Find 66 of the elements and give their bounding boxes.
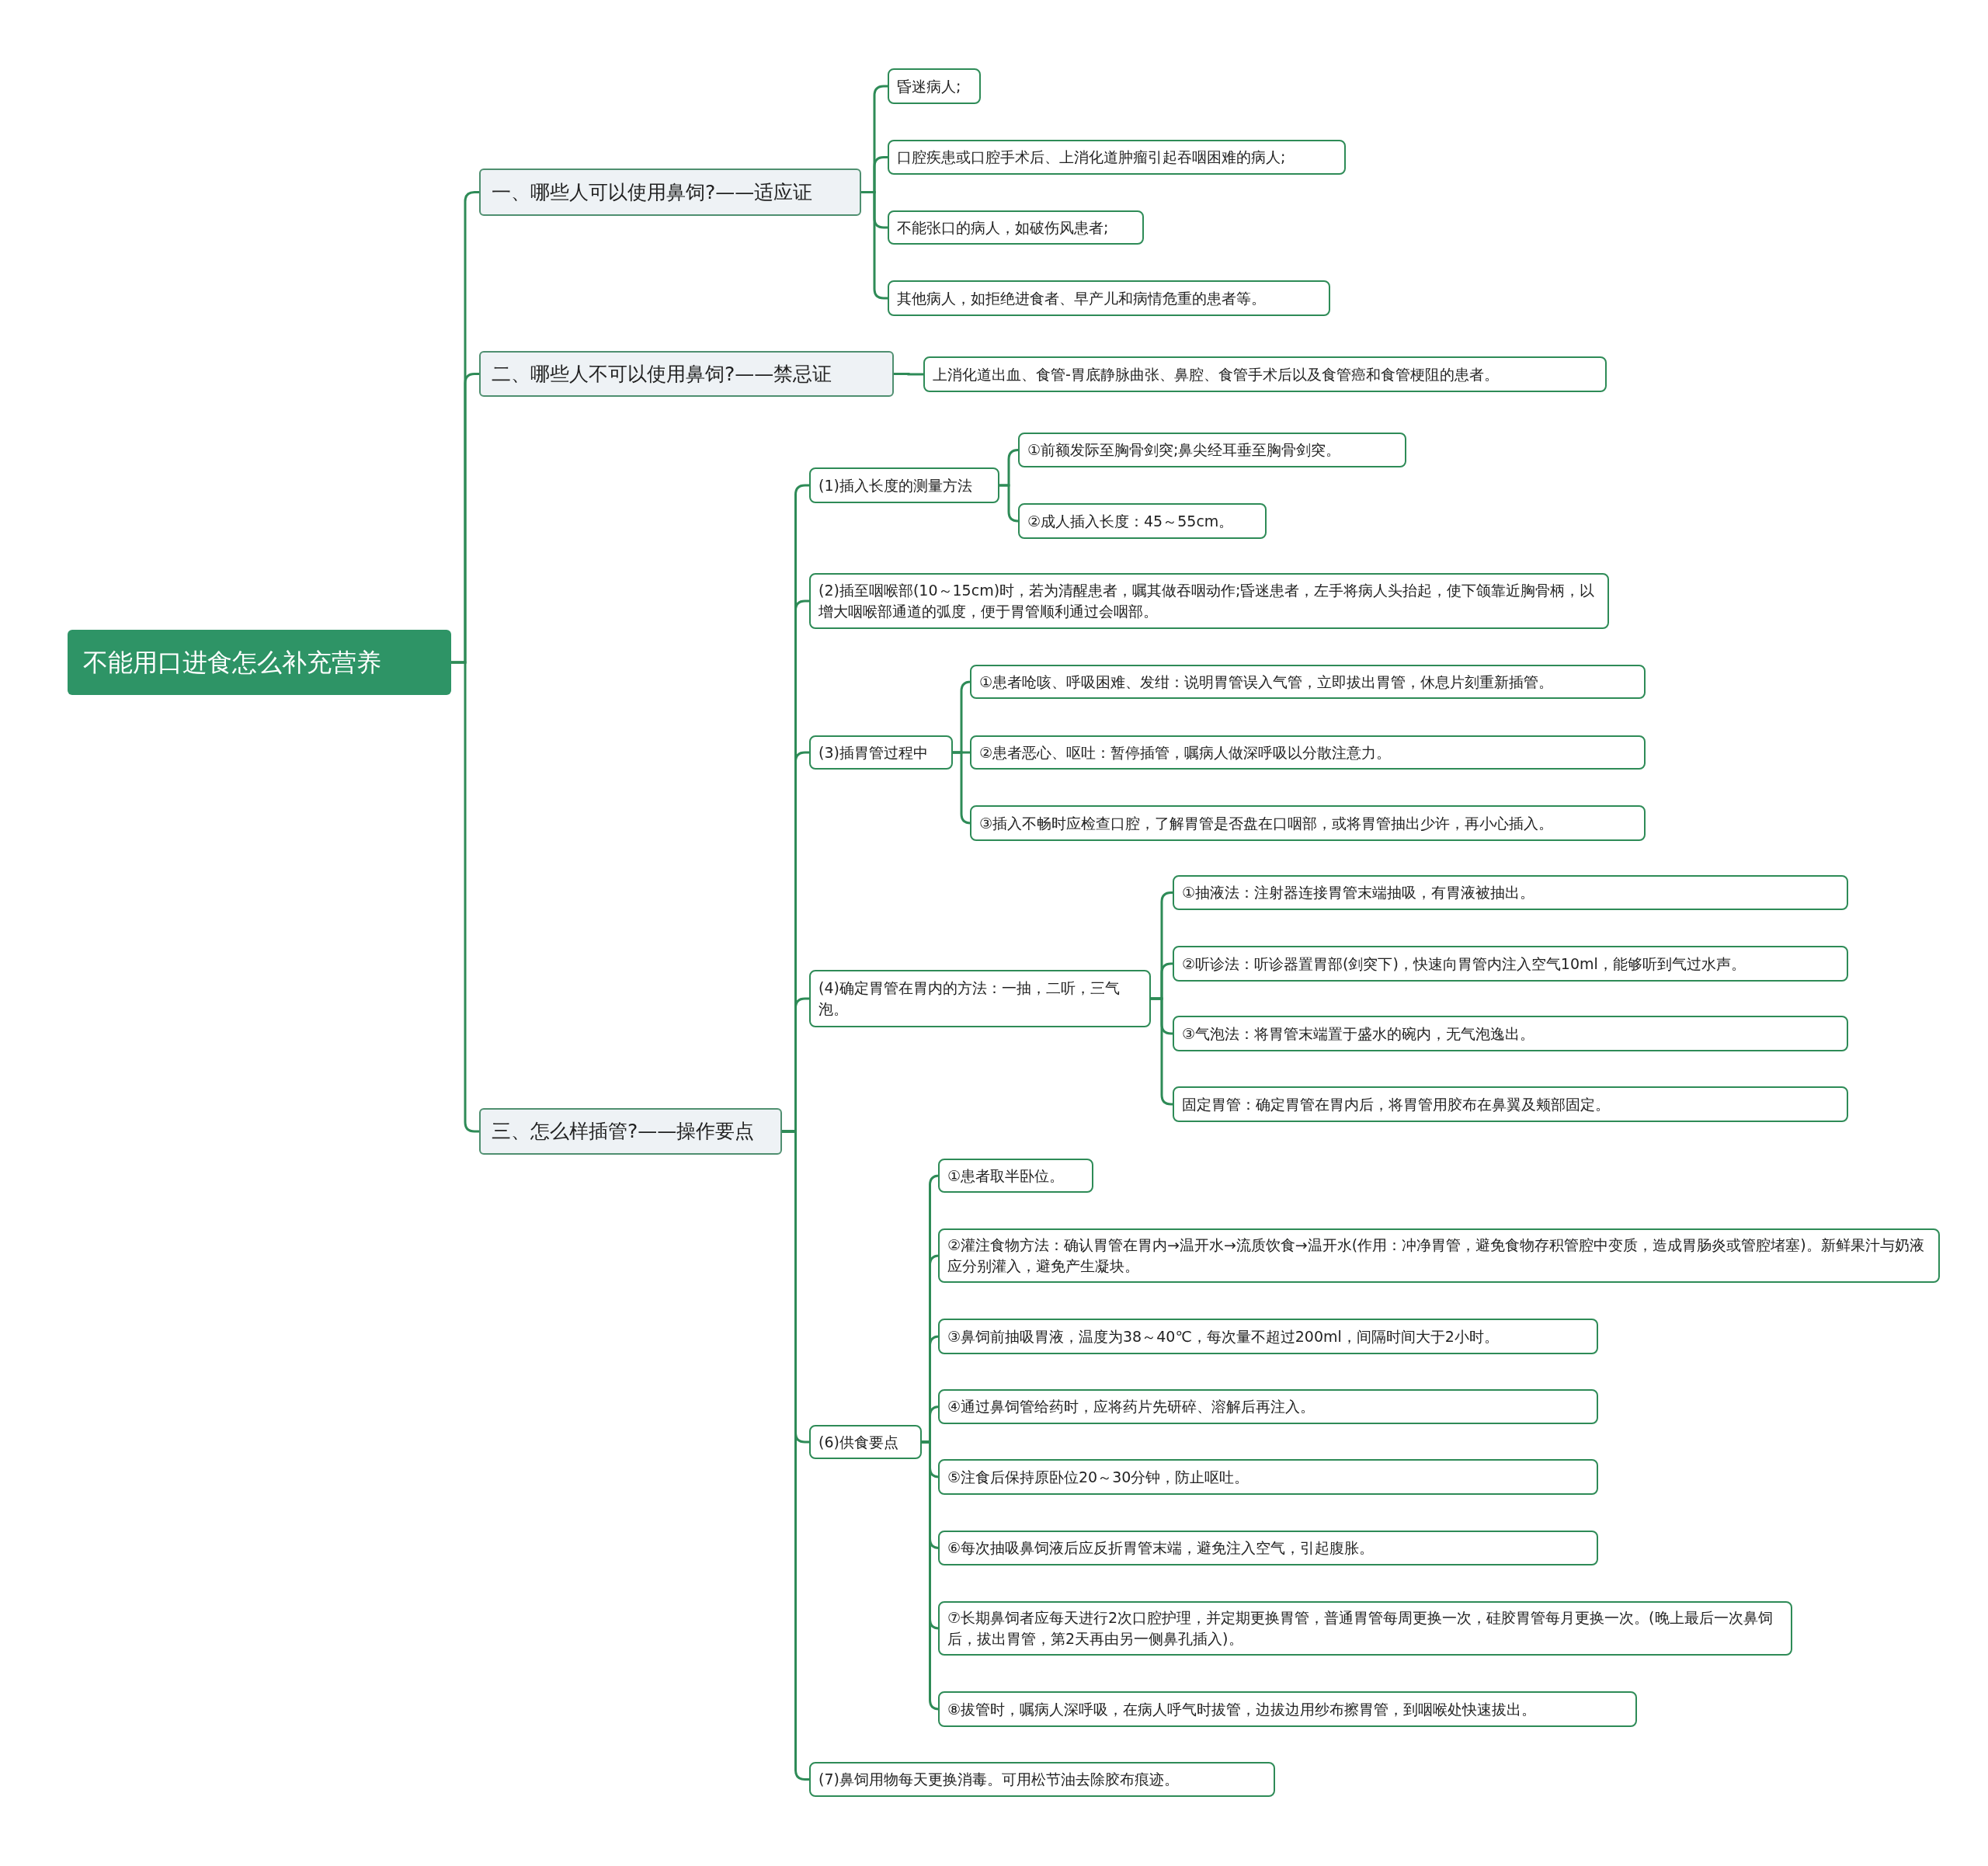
topic-text: ⑤注食后保持原卧位20～30分钟，防止呕吐。 bbox=[947, 1467, 1250, 1487]
topic-text: 不能张口的病人，如破伤风患者; bbox=[897, 217, 1110, 238]
connector-line bbox=[999, 484, 1020, 523]
topic-text: ①前额发际至胸骨剑突;鼻尖经耳垂至胸骨剑突。 bbox=[1027, 440, 1342, 460]
topic-text: ④通过鼻饲管给药时，应将药片先研碎、溶解后再注入。 bbox=[947, 1397, 1316, 1417]
leaf-topic-box bbox=[938, 1389, 1598, 1424]
topic-text: 其他病人，如拒绝进食者、早产儿和病情危重的患者等。 bbox=[897, 288, 1267, 308]
topic-text: ⑥每次抽吸鼻饲液后应反折胃管末端，避免注入空气，引起腹胀。 bbox=[947, 1538, 1375, 1558]
topic-text: ①抽液法：注射器连接胃管末端抽吸，有胃液被抽出。 bbox=[1182, 883, 1536, 903]
connector-line bbox=[894, 373, 923, 376]
leaf-topic-box bbox=[888, 280, 1330, 316]
topic-text: ②听诊法：听诊器置胃部(剑突下)，快速向胃管内注入空气10ml，能够听到气过水声。 bbox=[1182, 954, 1746, 974]
leaf-topic-box bbox=[809, 1762, 1275, 1797]
topic-text: 三、怎么样插管?——操作要点 bbox=[492, 1119, 756, 1145]
leaf-topic-box bbox=[938, 1459, 1598, 1495]
leaf-topic-box bbox=[809, 1425, 922, 1459]
topic-text: ⑦长期鼻饲者应每天进行2次口腔护理，并定期更换胃管，普通胃管每周更换一次，硅胶胃管每月更换一次。(晚上最后一次鼻饲后，拔出胃管，第2天再由另一侧鼻孔插入)。 bbox=[947, 1608, 1774, 1649]
leaf-topic-box bbox=[809, 735, 953, 770]
leaf-topic-box bbox=[888, 68, 981, 104]
topic-text: (6)供食要点 bbox=[818, 1432, 899, 1452]
topic-text: 昏迷病人; bbox=[897, 76, 962, 96]
leaf-topic-box bbox=[970, 805, 1646, 841]
leaf-topic-box bbox=[1018, 433, 1406, 467]
topic-text: (1)插入长度的测量方法 bbox=[818, 475, 973, 495]
topic-text: 不能用口进食怎么补充营养 bbox=[83, 647, 382, 679]
leaf-topic-box bbox=[938, 1159, 1093, 1193]
topic-text: ①患者取半卧位。 bbox=[947, 1166, 1065, 1186]
leaf-topic-box bbox=[938, 1531, 1598, 1565]
topic-text: 口腔疾患或口腔手术后、上消化道肿瘤引起吞咽困难的病人; bbox=[897, 148, 1287, 168]
topic-text: (4)确定胃管在胃内的方法：一抽，二听，三气泡。 bbox=[818, 978, 1121, 1019]
topic-text: ②灌注食物方法：确认胃管在胃内→温开水→流质饮食→温开水(作用：冲净胃管，避免食物存积管腔中变质，造成胃肠炎或管腔堵塞)。新鲜果汁与奶液应分别灌入，避免产生凝块。 bbox=[947, 1235, 1925, 1276]
leaf-topic-box bbox=[809, 467, 999, 503]
topic-text: 一、哪些人可以使用鼻饲?——适应证 bbox=[492, 179, 814, 205]
topic-text: ①患者呛咳、呼吸困难、发绀：说明胃管误入气管，立即拔出胃管，休息片刻重新插管。 bbox=[979, 672, 1555, 692]
topic-text: 二、哪些人不可以使用鼻饲?——禁忌证 bbox=[492, 361, 833, 387]
leaf-topic-box bbox=[923, 356, 1607, 392]
root-topic-box bbox=[68, 630, 451, 695]
branch-topic-box bbox=[479, 1108, 782, 1155]
leaf-topic-box bbox=[1173, 875, 1848, 910]
branch-topic-box bbox=[479, 169, 861, 216]
topic-text: ⑧拔管时，嘱病人深呼吸，在病人呼气时拔管，边拔边用纱布擦胃管，到咽喉处快速拔出。 bbox=[947, 1699, 1538, 1719]
topic-text: 固定胃管：确定胃管在胃内后，将胃管用胶布在鼻翼及颊部固定。 bbox=[1182, 1094, 1611, 1114]
leaf-topic-box bbox=[809, 970, 1151, 1027]
leaf-topic-box bbox=[1173, 1016, 1848, 1051]
branch-topic-box bbox=[479, 351, 894, 397]
leaf-topic-box bbox=[938, 1601, 1792, 1656]
leaf-topic-box bbox=[938, 1691, 1637, 1727]
leaf-topic-box bbox=[1018, 503, 1267, 539]
topic-text: ②患者恶心、呕吐：暂停插管，嘱病人做深呼吸以分散注意力。 bbox=[979, 742, 1392, 763]
leaf-topic-box bbox=[809, 573, 1609, 629]
topic-text: 上消化道出血、食管-胃底静脉曲张、鼻腔、食管手术后以及食管癌和食管梗阻的患者。 bbox=[933, 364, 1500, 384]
topic-text: ②成人插入长度：45～55cm。 bbox=[1027, 511, 1235, 531]
topic-text: (2)插至咽喉部(10～15cm)时，若为清醒患者，嘱其做吞咽动作;昏迷患者，左手将病人头抬起，使下颌靠近胸骨柄，以增大咽喉部通道的弧度，便于胃管顺利通过会咽部。 bbox=[818, 581, 1596, 621]
leaf-topic-box bbox=[888, 210, 1144, 245]
leaf-topic-box bbox=[1173, 946, 1848, 982]
leaf-topic-box bbox=[938, 1319, 1598, 1354]
topic-text: (7)鼻饲用物每天更换消毒。可用松节油去除胶布痕迹。 bbox=[818, 1770, 1180, 1790]
leaf-topic-box bbox=[970, 735, 1646, 770]
topic-text: ③插入不畅时应检查口腔，了解胃管是否盘在口咽部，或将胃管抽出少许，再小心插入。 bbox=[979, 813, 1555, 833]
leaf-topic-box bbox=[888, 140, 1346, 175]
leaf-topic-box bbox=[938, 1228, 1940, 1283]
leaf-topic-box bbox=[970, 665, 1646, 699]
topic-text: (3)插胃管过程中 bbox=[818, 742, 929, 763]
leaf-topic-box bbox=[1173, 1086, 1848, 1122]
topic-text: ③鼻饲前抽吸胃液，温度为38～40℃，每次量不超过200ml，间隔时间大于2小时。 bbox=[947, 1326, 1500, 1347]
topic-text: ③气泡法：将胃管末端置于盛水的碗内，无气泡逸出。 bbox=[1182, 1023, 1536, 1044]
